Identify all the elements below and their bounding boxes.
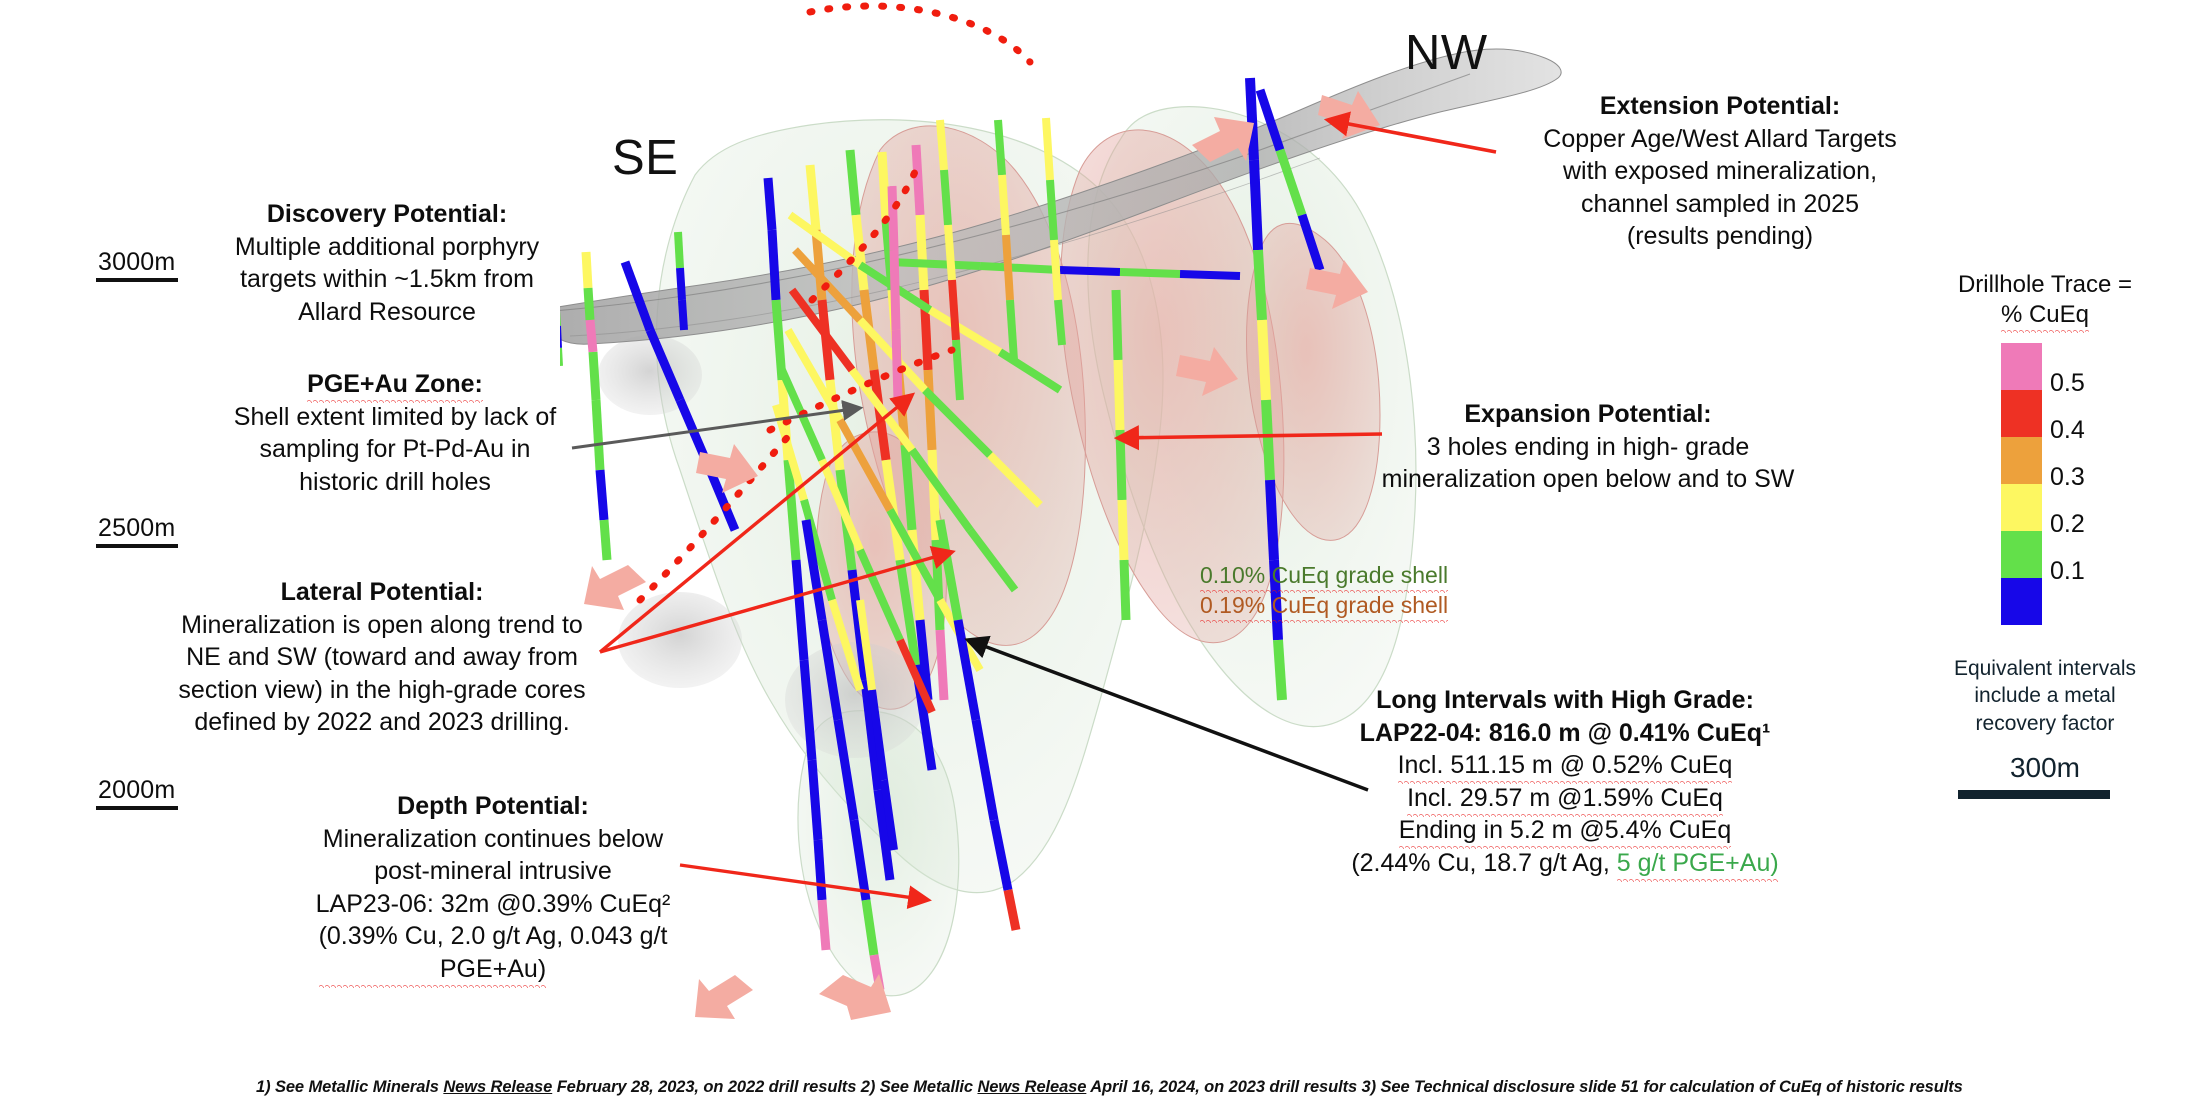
callout-discovery-line-1: Multiple additional porphyry	[234, 232, 540, 261]
callout-lateral-title: Lateral Potential:	[280, 578, 484, 606]
callout-extension-line-4: (results pending)	[1626, 222, 1814, 250]
scale-bar-label: 300m	[2009, 752, 2081, 783]
long-intervals-pge-value: 5 g/t PGE+Au)	[1616, 848, 1779, 877]
legend-note-line-2: include a metal	[1974, 684, 2116, 708]
callout-pge-au-zone: PGE+Au Zone: Shell extent limited by lac…	[225, 368, 565, 498]
callout-lateral-line-1: Mineralization is open along trend to	[181, 610, 583, 639]
legend-tick-4: 0.1	[2050, 557, 2085, 585]
legend-title-line-1: Drillhole Trace =	[1957, 271, 2133, 298]
callout-depth-line-1: Mineralization continues below	[322, 824, 664, 853]
grade-shell-010-label: 0.10% CuEq grade shell	[1200, 562, 1449, 588]
callout-extension-line-3: channel sampled in 2025	[1581, 189, 1859, 218]
footnote: 1) See Metallic Minerals News Release Fe…	[256, 1078, 1963, 1097]
callout-depth-title: Depth Potential:	[397, 792, 589, 820]
callout-extension-title: Extension Potential:	[1599, 92, 1841, 120]
depth-tick-2500-rule	[96, 544, 178, 548]
legend-swatch-1	[2001, 390, 2042, 437]
callout-expansion-title: Expansion Potential:	[1464, 400, 1712, 428]
callout-expansion-line-1: 3 holes ending in high- grade	[1426, 432, 1750, 461]
callout-discovery-title: Discovery Potential:	[266, 200, 508, 228]
legend-tick-0: 0.5	[2050, 369, 2085, 397]
callout-extension-potential: Extension Potential: Copper Age/West All…	[1520, 90, 1920, 253]
footnote-part-1: 1) See Metallic Minerals	[256, 1078, 444, 1096]
callout-discovery-line-2: targets within ~1.5km from	[240, 265, 534, 293]
long-intervals-line-2: Incl. 29.57 m @1.59% CuEq	[1407, 783, 1723, 812]
callout-expansion-potential: Expansion Potential: 3 holes ending in h…	[1378, 398, 1798, 496]
callout-discovery-potential: Discovery Potential: Multiple additional…	[222, 198, 552, 328]
callout-lateral-potential: Lateral Potential: Mineralization is ope…	[176, 576, 588, 739]
legend-color-ramp	[2001, 343, 2042, 625]
legend-tick-labels: 0.5 0.4 0.3 0.2 0.1	[2050, 360, 2085, 595]
footnote-part-2: February 28, 2023, on 2022 drill results…	[552, 1078, 978, 1096]
depth-tick-2500-label: 2500m	[98, 514, 176, 542]
long-intervals-line-3: Ending in 5.2 m @5.4% CuEq	[1398, 816, 1732, 844]
grade-shell-legend: 0.10% CuEq grade shell 0.19% CuEq grade …	[1200, 560, 1448, 621]
long-intervals-headline: LAP22-04: 816.0 m @ 0.41% CuEq¹	[1359, 718, 1771, 747]
long-intervals-line-4: (2.44% Cu, 18.7 g/t Ag, 5 g/t PGE+Au)	[1351, 848, 1779, 877]
callout-pge-au-title: PGE+Au Zone:	[307, 370, 483, 398]
footnote-link-2[interactable]: News Release	[977, 1078, 1087, 1096]
depth-tick-2500: 2500m	[96, 514, 178, 548]
legend-tick-3: 0.2	[2050, 510, 2085, 538]
long-intervals-title: Long Intervals with High Grade:	[1376, 686, 1754, 714]
callout-discovery-line-3: Allard Resource	[298, 297, 476, 326]
legend-note-line-3: recovery factor	[1975, 711, 2115, 735]
grade-shell-019-label: 0.19% CuEq grade shell	[1200, 592, 1449, 619]
legend-note-line-1: Equivalent intervals	[1953, 657, 2137, 680]
callout-depth-line-2: post-mineral intrusive	[374, 857, 612, 885]
legend-title-line-2: % CuEq	[2000, 301, 2090, 328]
compass-label-se: SE	[612, 131, 679, 185]
callout-lateral-line-4: defined by 2022 and 2023 drilling.	[194, 708, 570, 736]
callout-long-intervals: Long Intervals with High Grade: LAP22-04…	[1340, 684, 1790, 879]
scale-bar	[1958, 790, 2110, 799]
legend-swatch-4	[2001, 531, 2042, 578]
depth-tick-2000: 2000m	[96, 776, 178, 810]
callout-pge-au-line-1: Shell extent limited by lack of	[233, 402, 557, 431]
compass-label-nw: NW	[1405, 26, 1488, 80]
footnote-part-3: April 16, 2024, on 2023 drill results 3)…	[1086, 1078, 1963, 1096]
long-intervals-line-1: Incl. 511.15 m @ 0.52% CuEq	[1397, 751, 1733, 779]
callout-pge-au-line-2: sampling for Pt-Pd-Au in	[259, 435, 531, 463]
legend-swatch-0	[2001, 343, 2042, 390]
depth-tick-3000-rule	[96, 278, 178, 282]
callout-extension-line-1: Copper Age/West Allard Targets	[1543, 124, 1897, 153]
callout-depth-potential: Depth Potential: Mineralization continue…	[268, 790, 718, 985]
legend-swatch-2	[2001, 437, 2042, 484]
callout-extension-line-2: with exposed mineralization,	[1562, 157, 1878, 185]
callout-depth-line-3: LAP23-06: 32m @0.39% CuEq²	[315, 889, 671, 918]
depth-tick-3000: 3000m	[96, 248, 178, 282]
legend-tick-2: 0.3	[2050, 463, 2085, 491]
callout-lateral-line-2: NE and SW (toward and away from	[186, 643, 578, 671]
callout-lateral-line-3: section view) in the high-grade cores	[178, 675, 586, 704]
legend-title: Drillhole Trace = % CuEq	[1930, 270, 2160, 330]
depth-tick-3000-label: 3000m	[98, 248, 176, 276]
callout-depth-line-4: (0.39% Cu, 2.0 g/t Ag, 0.043 g/t PGE+Au)	[318, 922, 668, 983]
footnote-link-1[interactable]: News Release	[443, 1078, 553, 1096]
legend-tick-1: 0.4	[2050, 416, 2085, 444]
legend-note: Equivalent intervals include a metal rec…	[1930, 655, 2160, 737]
depth-tick-2000-label: 2000m	[98, 776, 176, 804]
callout-expansion-line-2: mineralization open below and to SW	[1381, 465, 1795, 493]
callout-pge-au-line-3: historic drill holes	[299, 467, 491, 496]
depth-tick-2000-rule	[96, 806, 178, 810]
legend-swatch-3	[2001, 484, 2042, 531]
legend-swatch-5	[2001, 578, 2042, 625]
